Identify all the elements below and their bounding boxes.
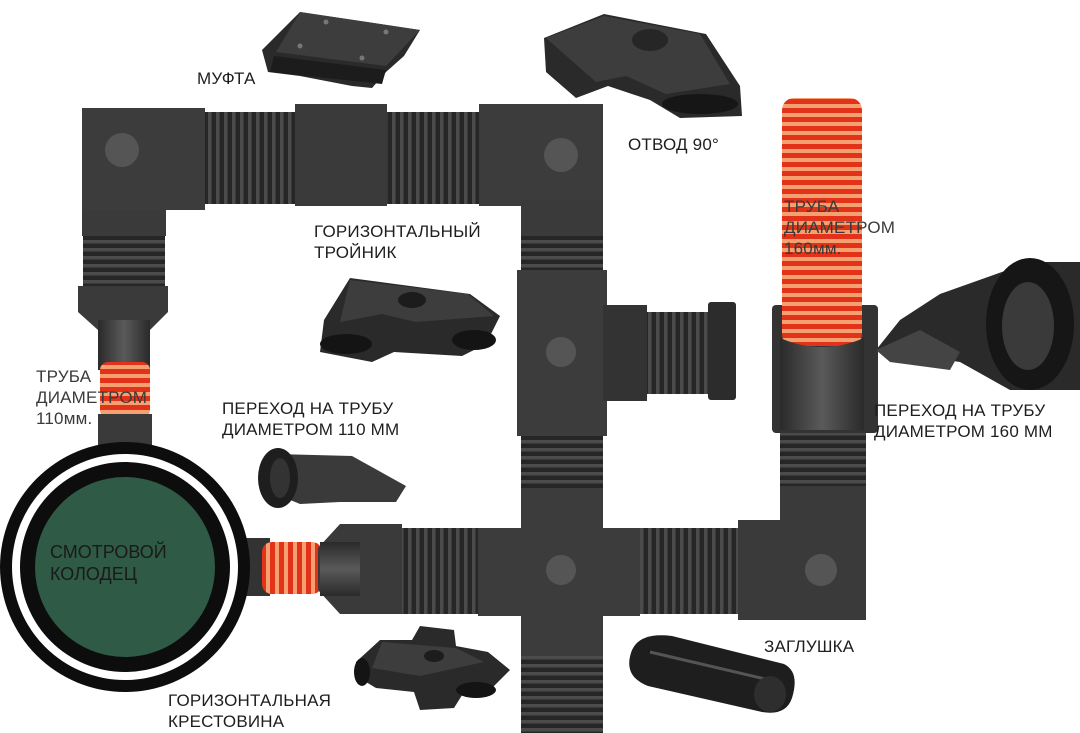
- elbow-top-left: [82, 108, 205, 236]
- pipe-110-red: [100, 362, 150, 418]
- label-cross: ГОРИЗОНТАЛЬНАЯ КРЕСТОВИНА: [168, 690, 331, 732]
- label-well-line1: СМОТРОВОЙ: [50, 542, 167, 562]
- inspection-well: [0, 442, 250, 692]
- label-pipe-160-line3: 160мм.: [784, 239, 842, 258]
- pipe-cross-right: [636, 528, 740, 614]
- end-cap-icon: [629, 635, 795, 713]
- pipe-tee-upper: [521, 236, 603, 272]
- label-cap: ЗАГЛУШКА: [764, 637, 855, 656]
- pipe-cross-left: [402, 528, 482, 614]
- label-pipe-110-line3: 110мм.: [36, 409, 93, 428]
- pipe-right-vertical: [780, 430, 866, 488]
- left-adapter-vertical: [78, 286, 168, 448]
- label-pipe-160-line2: ДИАМЕТРОМ: [784, 218, 896, 237]
- elbow-top-right: [479, 104, 603, 236]
- coupling-icon: [262, 12, 420, 88]
- pipe-top-left: [205, 112, 297, 204]
- label-well: СМОТРОВОЙ КОЛОДЕЦ: [50, 541, 167, 585]
- pipe-cross-bottom: [521, 654, 603, 733]
- adapter-160-icon: [876, 258, 1080, 390]
- label-coupling: МУФТА: [197, 69, 256, 88]
- label-pipe-160: ТРУБА ДИАМЕТРОМ 160мм.: [784, 196, 895, 259]
- elbow-90-icon: [544, 14, 742, 118]
- corrugated-pipes: [83, 112, 866, 733]
- well-outlet: [240, 524, 402, 614]
- label-pipe-110: ТРУБА ДИАМЕТРОМ 110мм.: [36, 366, 147, 429]
- label-cross-line1: ГОРИЗОНТАЛЬНАЯ: [168, 691, 332, 710]
- label-pipe-110-line1: ТРУБА: [36, 367, 92, 386]
- pipe-top-right: [385, 112, 481, 204]
- label-adapter-110: ПЕРЕХОД НА ТРУБУ ДИАМЕТРОМ 110 ММ: [222, 398, 399, 440]
- label-adapter-160-line1: ПЕРЕХОД НА ТРУБУ: [874, 401, 1046, 420]
- label-tee-line2: ТРОЙНИК: [314, 243, 397, 262]
- label-tee: ГОРИЗОНТАЛЬНЫЙ ТРОЙНИК: [314, 221, 481, 263]
- label-pipe-160-line1: ТРУБА: [784, 197, 840, 216]
- pipe-160-red: [782, 98, 862, 346]
- label-well-line2: КОЛОДЕЦ: [50, 564, 138, 584]
- label-adapter-110-line2: ДИАМЕТРОМ 110 ММ: [222, 420, 400, 439]
- label-adapter-160: ПЕРЕХОД НА ТРУБУ ДИАМЕТРОМ 160 ММ: [874, 400, 1053, 442]
- right-pipe-160: [772, 98, 878, 433]
- pipe-tee-branch: [646, 312, 712, 394]
- cross-fitting-icon: [354, 626, 510, 710]
- label-cross-line2: КРЕСТОВИНА: [168, 712, 285, 731]
- pipe-left-vertical: [83, 235, 165, 287]
- pipe-mid-vertical: [521, 435, 603, 491]
- pipe-110-red-horizontal: [262, 542, 322, 594]
- label-adapter-110-line1: ПЕРЕХОД НА ТРУБУ: [222, 399, 394, 418]
- elbow-bottom-right: [738, 486, 866, 620]
- adapter-110-icon: [258, 448, 406, 508]
- label-adapter-160-line2: ДИАМЕТРОМ 160 ММ: [874, 422, 1053, 441]
- label-elbow: ОТВОД 90°: [628, 135, 719, 154]
- coupling-top: [295, 104, 387, 206]
- cross-junction: [478, 488, 640, 656]
- label-tee-line1: ГОРИЗОНТАЛЬНЫЙ: [314, 222, 481, 241]
- label-pipe-110-line2: ДИАМЕТРОМ: [36, 388, 148, 407]
- tee-junction: [517, 270, 736, 436]
- tee-fitting-icon: [320, 278, 500, 362]
